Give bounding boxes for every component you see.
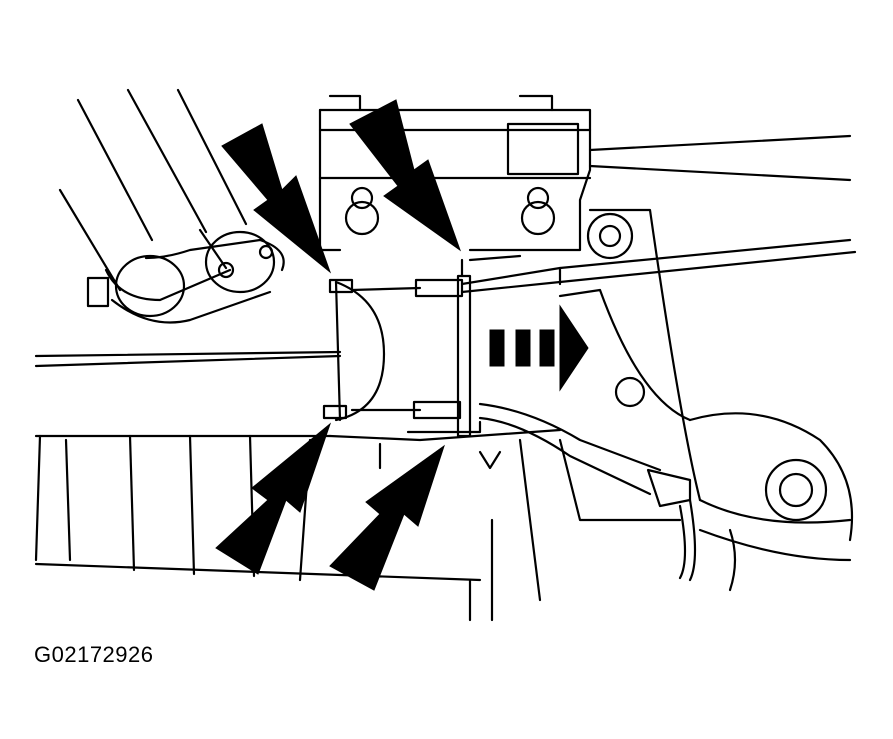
hoses [58,88,285,324]
frame-right [558,208,854,592]
lower-cable [478,402,692,508]
pointer-arrow-1 [221,123,332,274]
mounting-bracket [318,94,852,252]
transmission-housing [34,428,682,602]
bolt-upper-right [586,212,646,408]
figure-id-label: G02172926 [34,642,154,667]
direction-arrow-right [489,304,589,392]
pointer-arrow-4 [329,444,445,591]
cable-equalizer [322,254,522,438]
upper-cable [460,238,857,294]
pointer-arrow-2 [349,99,462,252]
pointer-arrow-3 [215,422,332,575]
